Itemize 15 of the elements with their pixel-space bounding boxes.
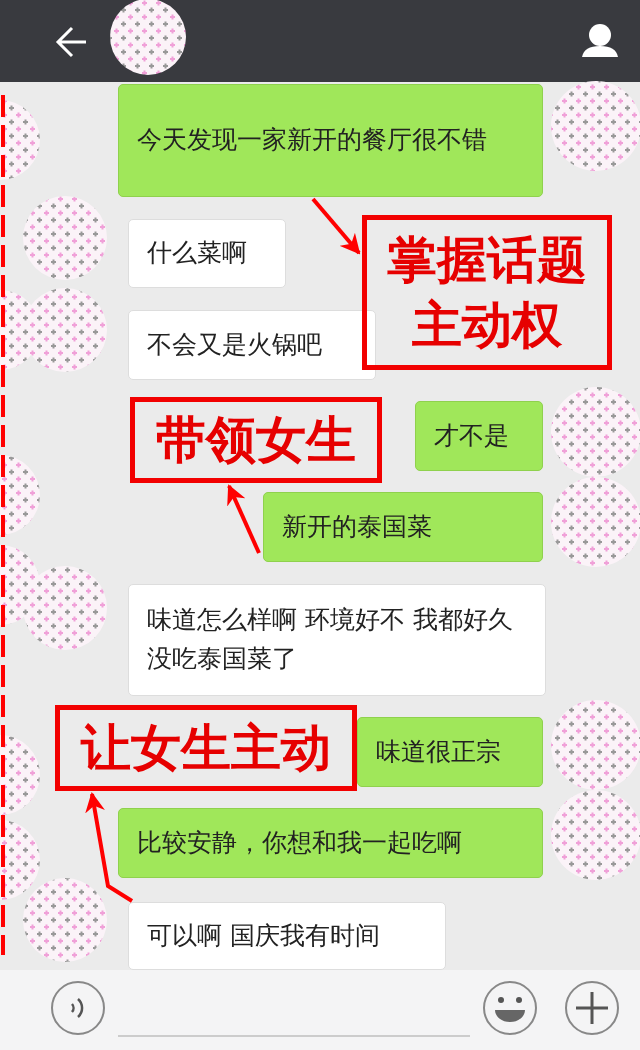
received-message-bubble: 不会又是火锅吧: [128, 310, 376, 380]
received-message-bubble: 什么菜啊: [128, 219, 286, 288]
arrow: [227, 484, 261, 554]
sent-message-bubble: 才不是: [415, 401, 543, 471]
sent-message-bubble: 新开的泰国菜: [263, 492, 543, 562]
sent-message-bubble: 味道很正宗: [357, 717, 543, 787]
received-message-bubble: 味道怎么样啊 环境好不 我都好久没吃泰国菜了: [128, 584, 546, 696]
sent-message-bubble: 今天发现一家新开的餐厅很不错: [118, 84, 543, 197]
callout-box: 让女生主动: [55, 705, 357, 791]
sent-message-bubble: 比较安静，你想和我一起吃啊: [118, 808, 543, 878]
callout-box: 带领女生: [130, 397, 382, 483]
arrow: [311, 197, 361, 255]
arrow: [85, 792, 134, 903]
received-message-bubble: 可以啊 国庆我有时间: [128, 902, 446, 970]
callout-box: 掌握话题主动权: [362, 215, 612, 370]
